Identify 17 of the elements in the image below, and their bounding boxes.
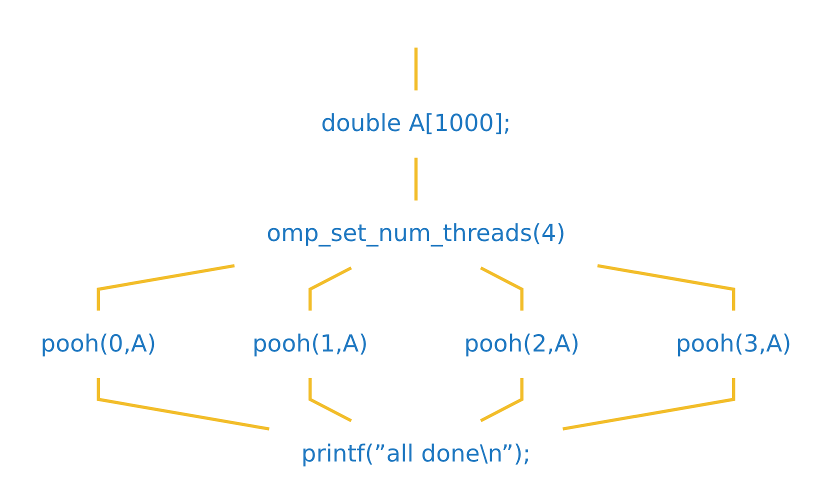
connector-line	[414, 158, 418, 201]
connector-line	[308, 378, 352, 422]
connector-line	[96, 378, 270, 431]
connector-line	[597, 264, 736, 311]
connector-line	[562, 378, 736, 431]
node-text: printf(”all done\n”);	[301, 441, 531, 468]
node-text: pooh(1,A)	[252, 331, 368, 358]
connector-line	[308, 266, 352, 311]
node-text: omp_set_num_threads(4)	[266, 220, 566, 248]
connector-line	[480, 266, 524, 311]
node-text: pooh(2,A)	[464, 331, 580, 358]
node-text: pooh(0,A)	[40, 331, 156, 358]
connector-line	[480, 378, 524, 422]
connector-line	[414, 48, 418, 91]
node-text: double A[1000];	[321, 110, 511, 138]
connector-line	[96, 264, 235, 311]
node-text: pooh(3,A)	[676, 331, 792, 358]
